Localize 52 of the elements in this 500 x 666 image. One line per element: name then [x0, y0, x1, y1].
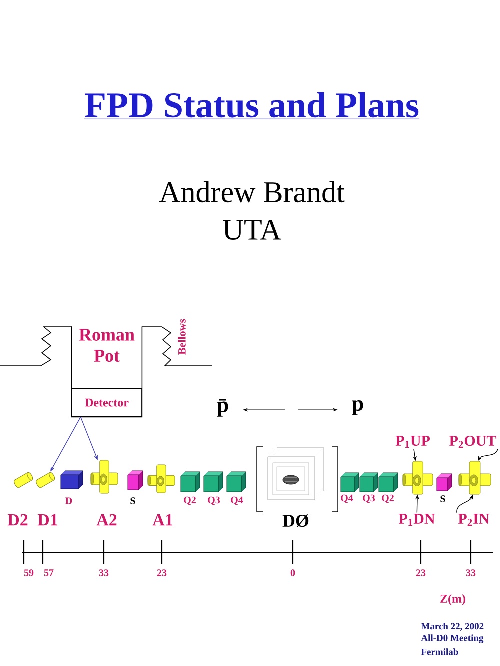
tick-label: 23 — [157, 570, 167, 576]
particle-label: p̄ — [217, 399, 228, 417]
affiliation: UTA — [223, 220, 282, 240]
position-label: P$_{2}$OUT — [450, 436, 496, 448]
element-label: D — [66, 498, 72, 504]
position-label: P$_{1}$DN — [398, 514, 436, 526]
pot-drawing — [148, 464, 176, 494]
element-label: Q3 — [208, 496, 220, 506]
axis-label: Z(m) — [440, 594, 466, 606]
cube — [128, 470, 144, 490]
pot-drawing — [402, 461, 434, 495]
cube — [378, 472, 398, 492]
station-label: A2 — [96, 514, 117, 526]
element-label: Q3 — [363, 494, 376, 504]
cube — [226, 472, 246, 492]
position-label: P$_{2}$IN — [458, 514, 490, 526]
cube — [60, 470, 84, 490]
footer-text: Fermilab — [421, 648, 458, 656]
title: FPD Status and Plans — [84, 92, 420, 120]
cube — [436, 474, 452, 492]
station-label: D1 — [38, 514, 58, 526]
element-label: Q2 — [382, 494, 394, 504]
cube — [340, 472, 360, 492]
footer-text: March 22, 2002 — [421, 622, 484, 632]
station-label: D2 — [8, 514, 28, 526]
element-label: S — [130, 498, 136, 504]
tick-label: 0 — [290, 570, 296, 576]
author-name: Andrew Brandt — [159, 181, 345, 203]
detector-drawing — [268, 448, 324, 500]
cylinder — [36, 472, 56, 488]
pot-drawing — [90, 460, 118, 494]
tick-label: 59 — [24, 570, 34, 576]
particle-label: p — [352, 400, 364, 416]
element-label: S — [440, 496, 446, 502]
tick-label: 33 — [466, 570, 476, 576]
detector-box: Detector — [72, 388, 142, 418]
position-label: P$_{1}$UP — [396, 436, 430, 448]
pot-drawing — [458, 461, 492, 495]
station-label: A1 — [152, 514, 172, 526]
detector-label: DØ — [282, 514, 309, 528]
tick-label: 57 — [44, 570, 54, 576]
cube — [360, 472, 378, 492]
part-label: Bellows — [178, 319, 186, 355]
element-label: Q2 — [184, 496, 196, 506]
element-label: Q4 — [341, 494, 354, 504]
cube — [204, 472, 224, 492]
tick-label: 33 — [99, 570, 109, 576]
cube — [180, 472, 200, 492]
tick-label: 23 — [416, 570, 426, 576]
footer-text: All-D0 Meeting — [421, 634, 484, 644]
cylinder — [14, 472, 34, 488]
element-label: Q4 — [231, 496, 244, 506]
